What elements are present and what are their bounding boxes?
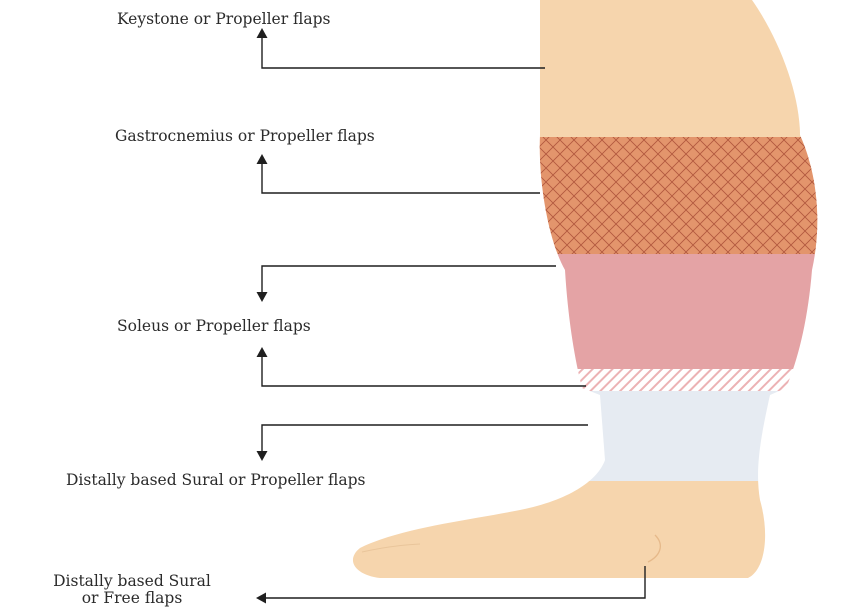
upper-third-mesh xyxy=(330,137,830,254)
lower-third-flap-label: Distally based Sural or Propeller flaps xyxy=(66,472,366,489)
middle-third-zone xyxy=(330,254,830,369)
upper-third-arrow xyxy=(262,160,540,193)
upper-third-flap-label: Gastrocnemius or Propeller flaps xyxy=(115,128,375,145)
arrowhead-up xyxy=(257,154,268,164)
arrowhead-down xyxy=(257,292,268,302)
middle-third-flap-label: Soleus or Propeller flaps xyxy=(117,318,311,335)
middle-down-arrow xyxy=(262,266,556,296)
lower-down-arrow xyxy=(262,425,588,455)
thigh-arrow xyxy=(262,34,545,68)
foot-flap-label-line2: or Free flaps xyxy=(82,590,183,607)
lower-third-zone xyxy=(330,391,830,481)
transition-up-arrow xyxy=(262,353,586,386)
thigh-flap-label: Keystone or Propeller flaps xyxy=(117,11,331,28)
arrowhead-left xyxy=(256,593,266,604)
arrowhead-down xyxy=(257,451,268,461)
foot-zone xyxy=(330,481,830,591)
transition-hatch xyxy=(330,369,830,391)
arrowhead-up xyxy=(257,347,268,357)
arrowhead-up xyxy=(257,28,268,38)
foot-flap-label-line1: Distally based Sural xyxy=(53,573,211,590)
